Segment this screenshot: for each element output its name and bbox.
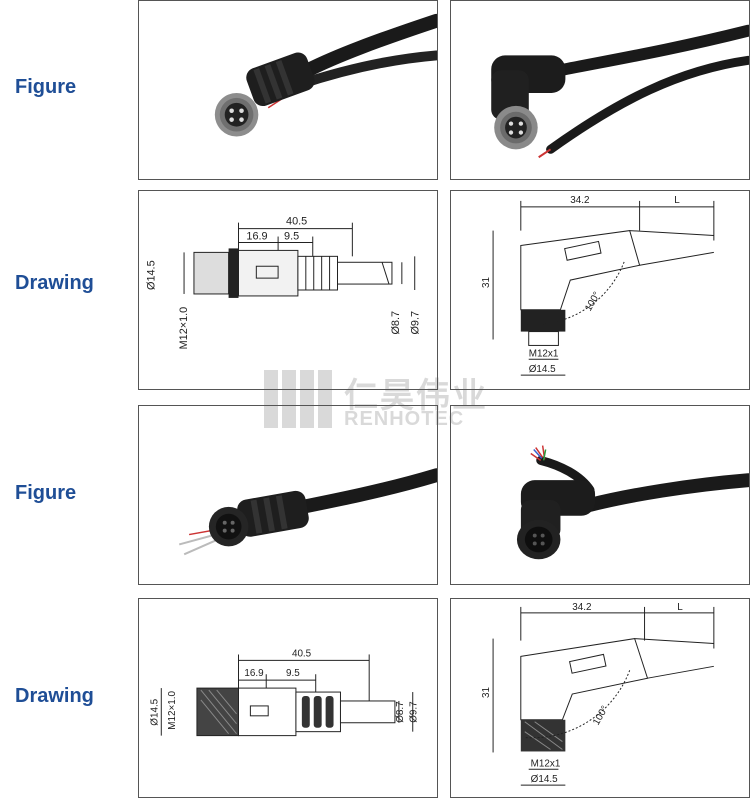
- drawing-female-angle: 34.2 L 31 100° M12x1 Ø14.5: [450, 598, 750, 798]
- dim-length: L: [674, 195, 680, 206]
- dim-thread: M12×1.0: [178, 307, 190, 350]
- dim-angle: 100°: [583, 290, 603, 313]
- dim-width: 34.2: [572, 602, 591, 613]
- dim-height: 31: [481, 687, 492, 698]
- dim-seg2: 9.5: [284, 231, 299, 243]
- female-straight-connector-image: [178, 468, 437, 556]
- dim-body-dia: Ø14.5: [149, 698, 160, 725]
- dim-cable-outer: Ø9.7: [410, 311, 422, 335]
- dim-seg2: 9.5: [286, 668, 300, 679]
- dim-thread: M12x1: [531, 758, 561, 769]
- dim-thread: M12×1.0: [167, 690, 178, 729]
- dim-cable-inner: Ø8.7: [395, 701, 406, 722]
- dim-cable-outer: Ø9.7: [409, 701, 420, 722]
- dim-cable-inner: Ø8.7: [390, 311, 402, 335]
- photo-male-angle: [450, 0, 750, 180]
- photo-female-angle: [450, 405, 750, 585]
- female-straight-drawing: 40.5 16.9 9.5 Ø14.5 M12×1.0 Ø8.7 Ø9.7: [149, 648, 420, 737]
- dim-length: L: [677, 602, 683, 613]
- drawing-male-straight: 40.5 16.9 9.5 Ø14.5 M12×1.0 Ø8.7 Ø9.7: [138, 190, 438, 390]
- dim-dia: Ø14.5: [531, 774, 558, 785]
- dim-dia: Ø14.5: [529, 364, 556, 375]
- dim-width: 34.2: [570, 195, 589, 206]
- row-label-figure-2: Figure: [15, 482, 77, 504]
- male-angle-drawing: 34.2 L 31 100° M12x1 Ø14.5: [481, 195, 715, 376]
- drawing-female-straight: 40.5 16.9 9.5 Ø14.5 M12×1.0 Ø8.7 Ø9.7: [138, 598, 438, 798]
- dim-height: 31: [481, 277, 492, 288]
- female-angle-connector-image: [516, 445, 749, 560]
- dim-seg1: 16.9: [244, 668, 264, 679]
- row-label-drawing-2: Drawing: [15, 685, 94, 707]
- row-label-drawing-1: Drawing: [15, 272, 94, 294]
- drawing-male-angle: 34.2 L 31 100° M12x1 Ø14.5: [450, 190, 750, 390]
- photo-female-straight: [138, 405, 438, 585]
- dim-angle: 100°: [591, 704, 611, 727]
- dim-seg1: 16.9: [246, 231, 267, 243]
- male-straight-drawing: 40.5 16.9 9.5 Ø14.5 M12×1.0 Ø8.7 Ø9.7: [145, 216, 422, 350]
- male-straight-connector-image: [214, 13, 437, 137]
- female-angle-drawing: 34.2 L 31 100° M12x1 Ø14.5: [481, 602, 715, 786]
- photo-male-straight: [138, 0, 438, 180]
- row-label-figure-1: Figure: [15, 76, 77, 98]
- dim-body-dia: Ø14.5: [145, 260, 157, 290]
- male-angle-connector-image: [491, 24, 749, 159]
- dim-overall: 40.5: [286, 216, 307, 228]
- dim-thread: M12x1: [529, 348, 559, 359]
- dim-overall: 40.5: [292, 648, 312, 659]
